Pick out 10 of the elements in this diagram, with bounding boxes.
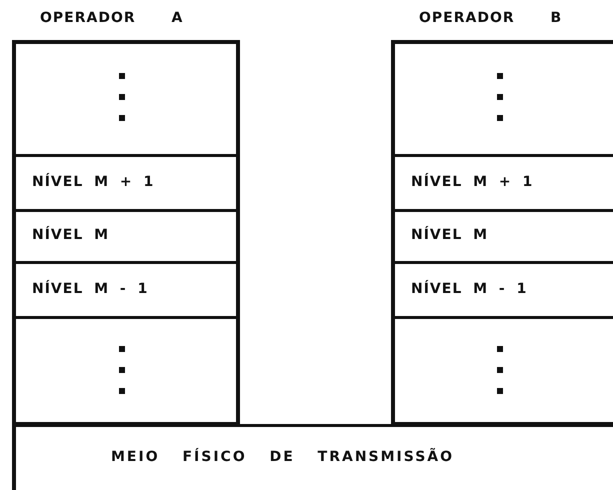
stack-heading: OPERADOR A bbox=[40, 10, 184, 26]
layer-label: NÍVEL M bbox=[411, 227, 488, 243]
stack-heading: OPERADOR B bbox=[419, 10, 562, 26]
layer-label: NÍVEL M - 1 bbox=[32, 280, 148, 296]
layer-label: NÍVEL M bbox=[32, 227, 110, 243]
medium-box bbox=[12, 424, 613, 490]
layer-label: NÍVEL M + 1 bbox=[411, 174, 534, 190]
medium-label: MEIO FÍSICO DE TRANSMISSÃO bbox=[111, 449, 454, 465]
layer-label: NÍVEL M - 1 bbox=[411, 280, 528, 296]
layer-label: NÍVEL M + 1 bbox=[32, 174, 154, 190]
